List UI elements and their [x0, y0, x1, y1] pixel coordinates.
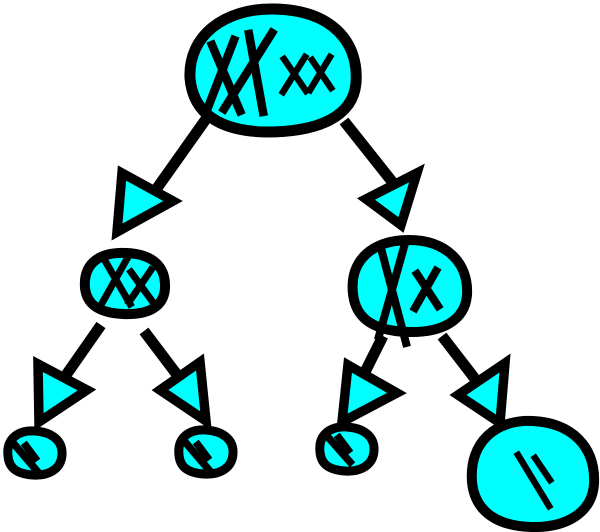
arrowhead-icon — [357, 163, 425, 233]
node-gamete-3 — [315, 422, 379, 476]
long-chromatid-mark — [8, 438, 43, 477]
chromosome-X-mark — [201, 34, 240, 116]
long-chromatid-mark — [321, 430, 356, 468]
short-chromatid-mark — [192, 439, 213, 463]
chromatid-marks-gamete-3 — [321, 430, 356, 468]
chromosome-x-mark — [124, 265, 156, 307]
edge-root-to-left-cell — [111, 115, 211, 241]
long-chromatid-mark — [513, 450, 554, 511]
chromatid-marks-gamete-1 — [8, 438, 43, 477]
edge-right-cell-to-gamete-3 — [336, 333, 407, 431]
short-chromatid-mark — [20, 440, 41, 464]
node-root-cell — [184, 3, 362, 138]
edge-left-cell-to-gamete-1 — [33, 321, 106, 431]
chromosome-x-mark — [305, 52, 335, 95]
arrowhead-icon — [336, 357, 407, 431]
cell-outline — [347, 235, 473, 338]
chromosome-marks-right-cell — [374, 242, 444, 348]
chromatid-marks-gamete-2 — [180, 437, 215, 476]
arrowhead-icon — [111, 165, 183, 241]
edge-root-to-right-cell — [339, 117, 425, 233]
cell-outline — [184, 3, 362, 138]
edge-shaft — [139, 327, 186, 384]
chromosome-x-mark — [278, 52, 310, 97]
edge-shaft — [150, 115, 211, 195]
chromosome-X-mark — [206, 39, 246, 117]
chromosome-marks-left-cell — [96, 252, 157, 310]
edge-left-cell-to-gamete-2 — [139, 327, 212, 431]
arrowhead-icon — [449, 353, 511, 432]
chromosome-X-mark — [244, 29, 268, 117]
chromatid-marks-gamete-4 — [513, 450, 555, 511]
node-left-cell — [79, 247, 170, 320]
short-chromatid-mark — [333, 432, 354, 456]
chromosome-X-mark — [218, 27, 278, 115]
chromosome-X-mark — [377, 247, 411, 348]
node-right-cell — [347, 235, 473, 348]
short-chromatid-mark — [530, 453, 555, 485]
long-chromatid-mark — [180, 437, 215, 476]
edge-shaft — [59, 321, 106, 382]
chromosome-X-mark — [96, 252, 133, 310]
edge-right-cell-to-gamete-4 — [437, 332, 511, 432]
chromosome-marks-root — [201, 27, 336, 117]
chromosome-x-mark — [409, 265, 442, 314]
edge-shaft — [437, 332, 484, 388]
chromosome-X-mark — [374, 242, 409, 341]
node-gamete-2 — [174, 425, 238, 479]
node-gamete-4 — [466, 415, 600, 532]
arrowhead-icon — [151, 353, 212, 431]
edge-shaft — [339, 117, 399, 188]
node-gamete-1 — [3, 426, 67, 480]
arrowhead-icon — [33, 356, 97, 431]
